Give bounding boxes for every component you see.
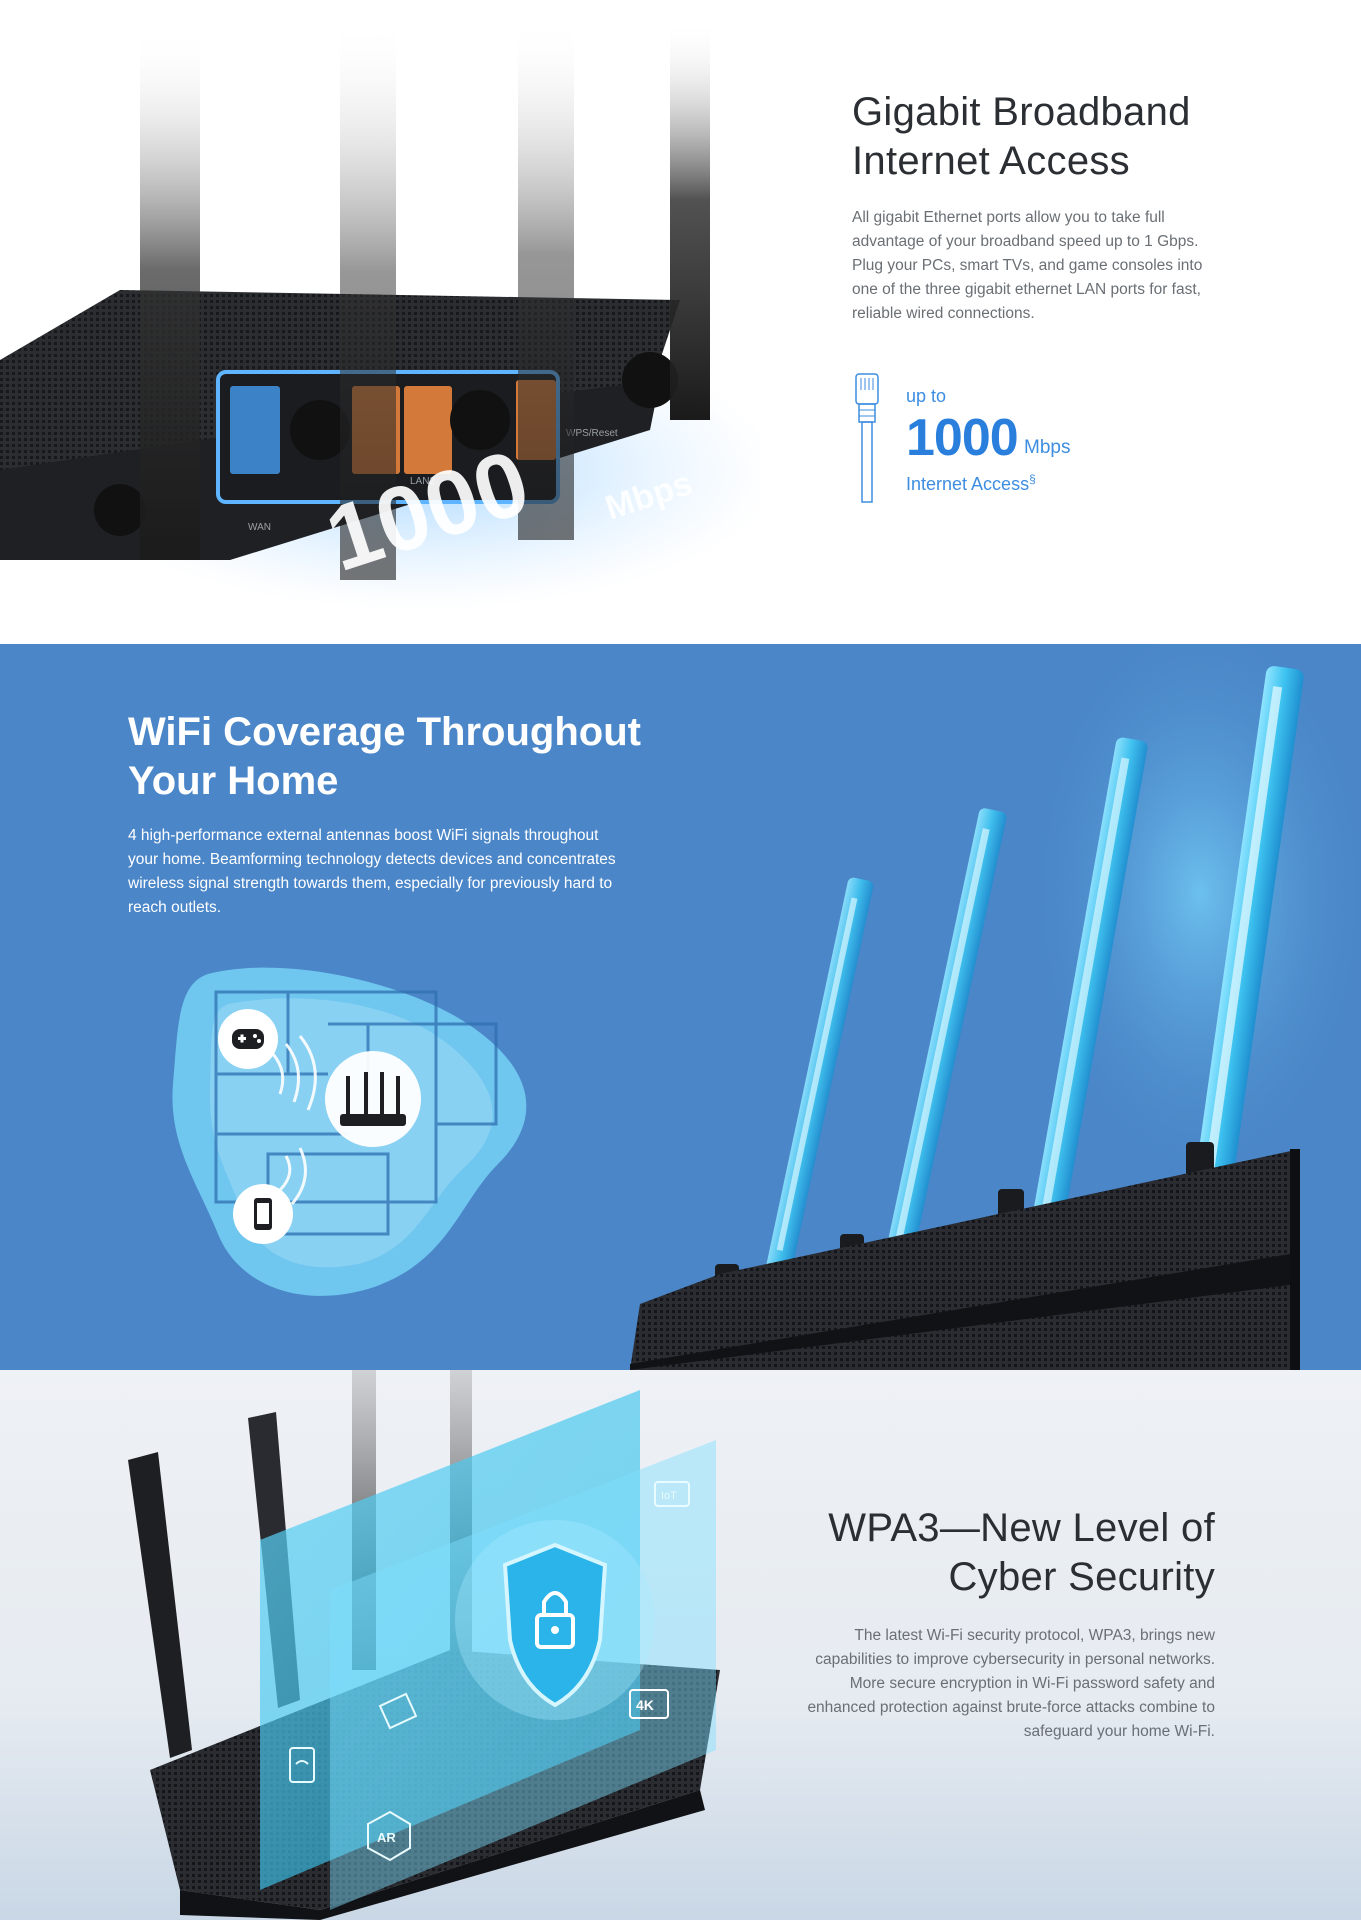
speed-caption: Internet Access§ xyxy=(906,472,1036,495)
router-security-image: IoT 4K AR xyxy=(128,1370,720,1920)
ar-icon: AR xyxy=(367,1810,411,1862)
wifi-copy: WiFi Coverage Throughout Your Home 4 hig… xyxy=(128,708,648,920)
router-icon xyxy=(340,1072,406,1126)
speed-value: 1000 xyxy=(906,409,1019,467)
speed-footnote: § xyxy=(1029,472,1036,486)
speed-caption-text: Internet Access xyxy=(906,474,1030,494)
4k-label: 4K xyxy=(636,1697,654,1713)
wan-port-label: WAN xyxy=(248,522,271,533)
wpa3-title: WPA3—New Level of Cyber Security xyxy=(795,1504,1215,1602)
speed-unit: Mbps xyxy=(1024,437,1071,458)
ar-label: AR xyxy=(377,1830,396,1845)
gigabit-title: Gigabit Broadband Internet Access xyxy=(852,88,1232,186)
gigabit-description: All gigabit Ethernet ports allow you to … xyxy=(852,209,1203,322)
iot-icon: IoT xyxy=(654,1481,690,1507)
ethernet-cable-icon xyxy=(855,373,879,503)
iot-label: IoT xyxy=(661,1490,677,1502)
tablet-wifi-icon xyxy=(289,1747,315,1783)
speed-prefix: up to xyxy=(906,386,947,406)
shield-lock-icon xyxy=(502,1542,608,1708)
gigabit-section: WAN LAN2 WPS/Reset 1000 Mbps Gigabit Bro… xyxy=(0,0,1361,644)
gigabit-title-line2: Internet Access xyxy=(852,139,1130,183)
router-ports-image: WAN LAN2 WPS/Reset 1000 Mbps xyxy=(0,20,760,610)
home-coverage-map xyxy=(172,967,527,1296)
wpa3-copy: WPA3—New Level of Cyber Security The lat… xyxy=(795,1504,1215,1744)
wpa3-title-line1: WPA3—New Level of xyxy=(828,1506,1215,1550)
wifi-title-line1: WiFi Coverage Throughout xyxy=(128,710,641,754)
speed-callout: up to 1000 Mbps Internet Access§ xyxy=(852,372,1112,512)
4k-icon: 4K xyxy=(629,1689,669,1719)
router-antennas-image xyxy=(630,644,1361,1370)
wpa3-title-line2: Cyber Security xyxy=(948,1555,1215,1599)
wifi-description: 4 high-performance external antennas boo… xyxy=(128,827,616,916)
wpa3-section: IoT 4K AR WPA3—New Level of Cyber Securi… xyxy=(0,1370,1361,1920)
wifi-coverage-section: WiFi Coverage Throughout Your Home 4 hig… xyxy=(0,644,1361,1370)
wifi-title-line2: Your Home xyxy=(128,759,339,803)
gamepad-icon xyxy=(378,1692,418,1730)
wifi-title: WiFi Coverage Throughout Your Home xyxy=(128,708,648,806)
gigabit-title-line1: Gigabit Broadband xyxy=(852,90,1191,134)
wpa3-description: The latest Wi-Fi security protocol, WPA3… xyxy=(807,1627,1215,1740)
gigabit-copy: Gigabit Broadband Internet Access All gi… xyxy=(852,88,1232,326)
gamepad-icon xyxy=(232,1029,264,1049)
phone-icon xyxy=(254,1198,272,1230)
lan-port-label: LAN2 xyxy=(410,476,435,487)
reset-label: WPS/Reset xyxy=(566,428,618,439)
